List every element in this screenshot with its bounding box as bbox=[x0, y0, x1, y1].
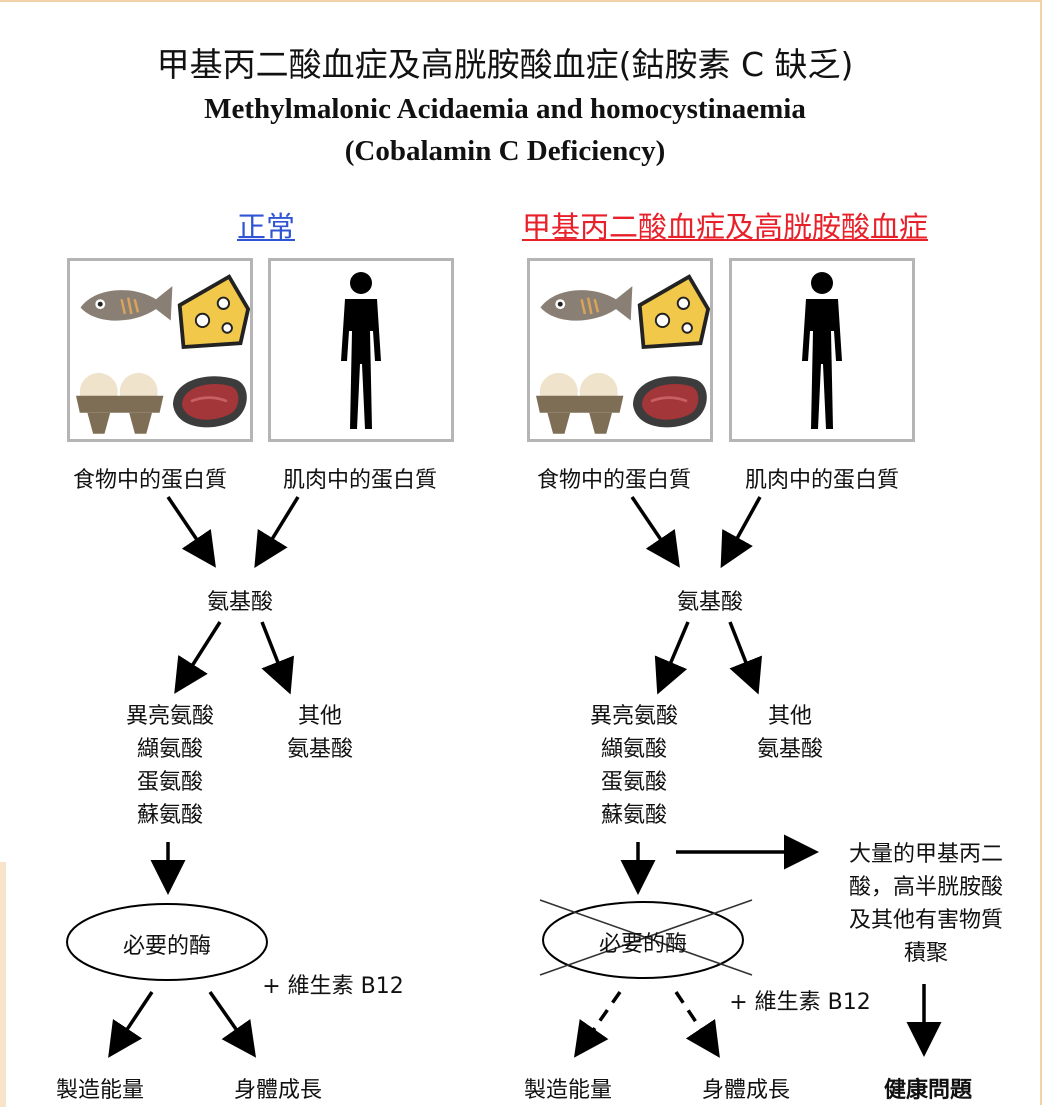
label-health-problems: 健康問題 bbox=[883, 1078, 972, 1103]
enzyme-ellipse-normal bbox=[66, 903, 268, 981]
title-english-line2: (Cobalamin C Deficiency) bbox=[344, 135, 666, 167]
amino-acid-item: 蘇氨酸 bbox=[600, 803, 667, 828]
arrow-aa-to-specific-disease bbox=[654, 621, 690, 695]
label-muscle-protein-disease: 肌肉中的蛋白質 bbox=[744, 468, 899, 493]
label-muscle-protein-normal: 肌肉中的蛋白質 bbox=[282, 468, 437, 493]
label-vitamin-disease: + 維生素 B12 bbox=[729, 990, 871, 1015]
label-food-protein-normal: 食物中的蛋白質 bbox=[72, 468, 227, 493]
enzyme-cross-line-2 bbox=[539, 899, 753, 976]
title-english-line1: Methylmalonic Acidaemia and homocystinae… bbox=[204, 93, 806, 125]
body-panel-normal bbox=[268, 258, 454, 442]
arrow-aa-to-specific-normal bbox=[174, 621, 222, 694]
label-energy-disease: 製造能量 bbox=[523, 1078, 612, 1103]
title-english: Methylmalonic Acidaemia and homocystinae… bbox=[0, 88, 1010, 172]
label-accumulation: 大量的甲基丙二 酸，高半胱胺酸 及其他有害物質 積聚 bbox=[826, 838, 1026, 970]
label-amino-acids-disease: 氨基酸 bbox=[676, 590, 743, 615]
label-food-protein-disease: 食物中的蛋白質 bbox=[536, 468, 691, 493]
edge-strip bbox=[0, 862, 6, 1107]
amino-acid-item: 蛋氨酸 bbox=[136, 770, 203, 795]
arrow-enzyme-to-growth-normal bbox=[208, 990, 257, 1058]
accumulation-line: 積聚 bbox=[903, 941, 948, 966]
other-line: 氨基酸 bbox=[756, 737, 823, 762]
title-chinese: 甲基丙二酸血症及高胱胺酸血症(鈷胺素 C 缺乏) bbox=[156, 45, 854, 84]
label-other-amino-acids-disease: 其他 氨基酸 bbox=[730, 700, 850, 766]
amino-acid-item: 蛋氨酸 bbox=[600, 770, 667, 795]
accumulation-line: 酸，高半胱胺酸 bbox=[848, 875, 1003, 900]
heading-normal: 正常 bbox=[236, 210, 295, 244]
arrow-food-to-aa-disease bbox=[630, 496, 680, 568]
label-amino-acids-normal: 氨基酸 bbox=[206, 590, 273, 615]
list-specific-amino-acids-disease: 異亮氨酸 纈氨酸 蛋氨酸 蘇氨酸 bbox=[534, 700, 734, 832]
label-enzyme-normal: 必要的酶 bbox=[122, 934, 211, 959]
label-enzyme-disease: 必要的酶 bbox=[598, 932, 687, 957]
accumulation-line: 及其他有害物質 bbox=[848, 908, 1003, 933]
other-line: 氨基酸 bbox=[286, 737, 353, 762]
food-panel-normal bbox=[67, 258, 253, 442]
list-specific-amino-acids-normal: 異亮氨酸 纈氨酸 蛋氨酸 蘇氨酸 bbox=[70, 700, 270, 832]
arrow-food-to-aa-normal bbox=[166, 496, 216, 568]
amino-acid-item: 異亮氨酸 bbox=[589, 704, 678, 729]
label-other-amino-acids-normal: 其他 氨基酸 bbox=[260, 700, 380, 766]
amino-acid-item: 蘇氨酸 bbox=[136, 803, 203, 828]
arrow-enzyme-to-energy-disease bbox=[573, 990, 622, 1058]
accumulation-line: 大量的甲基丙二 bbox=[848, 842, 1003, 867]
label-energy-normal: 製造能量 bbox=[55, 1078, 144, 1103]
arrow-muscle-to-aa-disease bbox=[720, 496, 762, 569]
amino-acid-item: 纈氨酸 bbox=[136, 737, 203, 762]
arrow-aa-to-other-normal bbox=[260, 621, 295, 695]
body-panel-disease bbox=[729, 258, 915, 442]
food-panel-disease bbox=[527, 258, 713, 442]
other-line: 其他 bbox=[297, 704, 342, 729]
arrow-enzyme-to-growth-disease bbox=[674, 991, 720, 1058]
heading-disease: 甲基丙二酸血症及高胱胺酸血症 bbox=[521, 210, 928, 244]
arrow-muscle-to-aa-normal bbox=[254, 496, 300, 568]
enzyme-ellipse-disease bbox=[542, 901, 744, 979]
other-line: 其他 bbox=[767, 704, 812, 729]
arrow-enzyme-to-energy-normal bbox=[108, 991, 154, 1058]
amino-acid-item: 異亮氨酸 bbox=[125, 704, 214, 729]
label-growth-normal: 身體成長 bbox=[233, 1078, 322, 1103]
label-growth-disease: 身體成長 bbox=[701, 1078, 790, 1103]
label-vitamin-normal: + 維生素 B12 bbox=[262, 974, 404, 999]
arrow-aa-to-other-disease bbox=[728, 621, 763, 695]
amino-acid-item: 纈氨酸 bbox=[600, 737, 667, 762]
